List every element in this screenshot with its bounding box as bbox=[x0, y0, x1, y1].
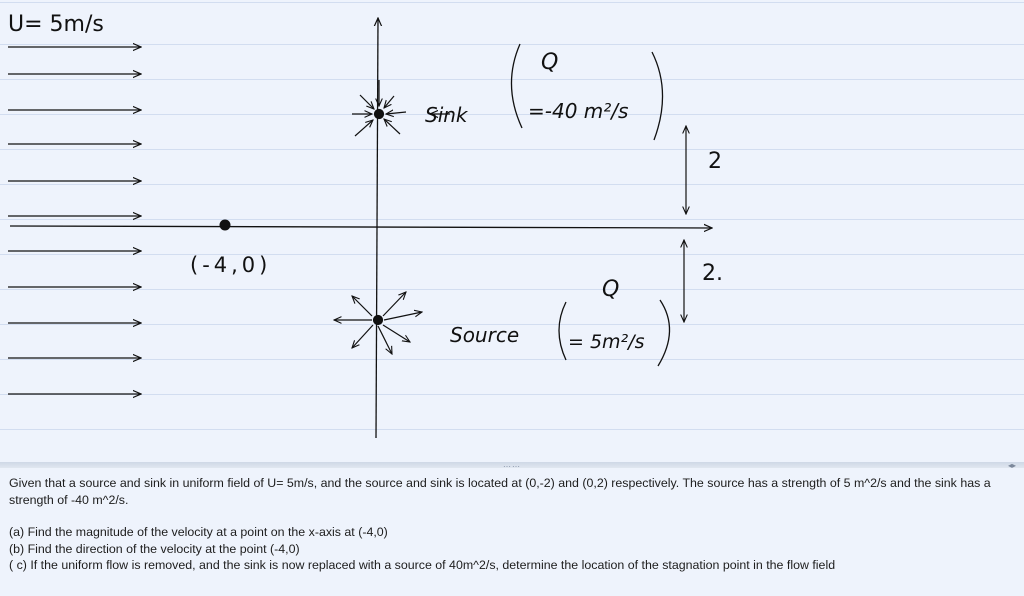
uniform-flow-arrows bbox=[8, 47, 141, 394]
splitter-grip-icon[interactable]: …… bbox=[503, 460, 521, 469]
sink-word: Sink bbox=[425, 103, 469, 127]
source-label-brackets bbox=[558, 299, 671, 367]
sketch-canvas: U= 5m/s Sink Q =-40 m²/s 2 2. (-4,0) Sou… bbox=[0, 0, 1024, 462]
distance-label-lower: 2. bbox=[702, 261, 723, 286]
y-axis bbox=[376, 18, 378, 439]
problem-text-panel: Given that a source and sink in uniform … bbox=[0, 468, 1024, 596]
question-part-a: (a) Find the magnitude of the velocity a… bbox=[9, 525, 388, 539]
sink-symbol bbox=[352, 80, 407, 137]
panel-splitter[interactable] bbox=[0, 462, 1024, 468]
freestream-velocity-label: U= 5m/s bbox=[8, 12, 104, 37]
question-part-b: (b) Find the direction of the velocity a… bbox=[9, 541, 300, 556]
expand-arrows-icon[interactable]: ◂▸ bbox=[1007, 461, 1016, 470]
dimension-arrows bbox=[684, 126, 686, 322]
point-marker bbox=[219, 219, 231, 231]
sink-strength: =-40 m²/s bbox=[528, 99, 628, 123]
axes bbox=[9, 18, 712, 439]
source-symbol bbox=[334, 292, 422, 354]
flow-diagram: U= 5m/s Sink Q =-40 m²/s 2 2. (-4,0) Sou… bbox=[8, 12, 723, 439]
sink-q-label: Q bbox=[541, 50, 558, 75]
problem-intro: Given that a source and sink in uniform … bbox=[9, 476, 991, 507]
point-coordinates-label: (-4,0) bbox=[190, 253, 271, 277]
source-word: Source bbox=[450, 323, 519, 347]
source-strength: = 5m²/s bbox=[568, 331, 645, 353]
distance-label-upper: 2 bbox=[708, 149, 722, 174]
x-axis bbox=[9, 226, 712, 228]
question-part-c: ( c) If the uniform flow is removed, and… bbox=[9, 558, 836, 572]
source-q-label: Q bbox=[602, 277, 619, 302]
sink-label-brackets bbox=[430, 43, 664, 141]
